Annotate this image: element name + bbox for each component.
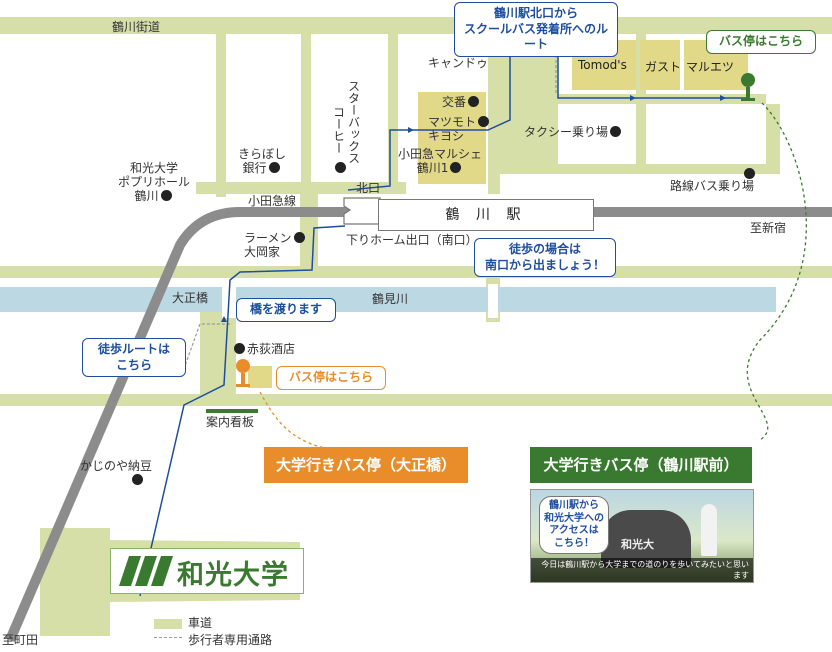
legend-pedestrian-label: 歩行者専用通路: [188, 633, 273, 647]
tsurukawa-kaido-label: 鶴川街道: [112, 20, 161, 34]
guide-board-icon: [206, 409, 258, 413]
green-bus-stop-callout: バス停はこちら: [706, 30, 816, 54]
legend-road-label: 車道: [188, 616, 213, 630]
dot-icon: [268, 161, 280, 173]
odakyu-line-label: 小田急線: [248, 194, 297, 208]
tomods-label: Tomod's: [578, 58, 627, 72]
person-figure: [701, 504, 717, 556]
bus-stop-orange-icon: [236, 359, 250, 387]
starbucks-dot-icon: [335, 162, 346, 173]
matsumoto-kiyoshi: マツモトキヨシ: [428, 115, 491, 144]
north-route-callout: 鶴川駅北口からスクールバス発着所へのルート: [454, 2, 618, 57]
gusto-label: ガスト: [645, 60, 682, 74]
kajinoya-natto: かじのや納豆: [80, 459, 152, 488]
dot-icon: [468, 96, 480, 107]
candle-label: キャンドゥ: [428, 56, 489, 70]
to-machida-label: 至町田: [2, 633, 39, 647]
odakyu-rail: [5, 207, 832, 642]
maruetsu-label: マルエツ: [686, 60, 735, 74]
walk-route-callout: 徒歩ルートはこちら: [82, 338, 186, 378]
walk-south-callout: 徒歩の場合は南口から出ましょう！: [474, 238, 616, 278]
orange-bus-stop-callout: バス停はこちら: [276, 366, 386, 390]
university-name: 和光大学: [177, 560, 289, 591]
sign-text: 和光大: [621, 538, 654, 551]
to-shinjuku-label: 至新宿: [750, 221, 787, 235]
route-bus-dot-icon: [744, 168, 755, 179]
legend-road-swatch: [154, 619, 182, 629]
bus-stop-green-icon: [741, 73, 755, 101]
tsurumi-river: [0, 287, 776, 312]
walking-route: [139, 13, 748, 597]
dot-icon: [610, 126, 622, 137]
taxi-stand: タクシー乗り場: [524, 125, 623, 140]
taisho-bridge-label: 大正橋: [172, 291, 209, 305]
dot-icon: [478, 116, 490, 127]
green-route: [746, 102, 807, 441]
station-platform: [343, 197, 381, 225]
starbucks-label-2: コーヒー: [331, 106, 346, 154]
north-exit-label: 北口: [356, 181, 381, 195]
akaogi-sake: 赤荻酒店: [232, 342, 295, 357]
access-video-thumbnail[interactable]: 和光大 鶴川駅から和光大学へのアクセスはこちら！ 今日は鶴川駅から大学までの道の…: [530, 489, 754, 583]
dot-icon: [160, 189, 172, 201]
legend-pedestrian-swatch: [154, 637, 182, 638]
orange-route: [259, 391, 326, 449]
starbucks-label-1: スターバックス: [346, 80, 361, 164]
dot-icon: [293, 232, 305, 243]
dot-icon: [450, 161, 462, 173]
odakyu-marche: 小田急マルシェ鶴川1: [398, 147, 483, 175]
bus-stop-shelter: [248, 366, 272, 388]
wako-popuri-hall: 和光大学ポプリホール鶴川: [118, 161, 191, 203]
video-bubble: 鶴川駅から和光大学へのアクセスはこちら！: [539, 496, 609, 554]
wako-university-logo: 和光大学: [110, 548, 304, 594]
dot-icon: [132, 473, 143, 485]
cross-bridge-callout: 橋を渡ります: [236, 298, 336, 322]
taisho-bus-banner[interactable]: 大学行きバス停（大正橋）: [264, 447, 468, 483]
koban: 交番: [442, 95, 481, 110]
kirabosi-bank: きらぼし銀行: [238, 147, 287, 175]
route-bus-stop: 路線バス乗り場: [670, 179, 755, 193]
guide-board-label: 案内看板: [206, 415, 255, 429]
station-name: 鶴 川 駅: [445, 207, 527, 223]
pedestrian-paths: [181, 40, 557, 375]
station-building: 鶴 川 駅: [378, 199, 594, 231]
south-exit-label: 下りホーム出口（南口）: [346, 233, 478, 247]
station-front-bus-banner[interactable]: 大学行きバス停（鶴川駅前）: [530, 447, 752, 483]
dot-icon: [234, 343, 245, 354]
ramen-ookaya: ラーメン大岡家: [244, 231, 307, 260]
odakyu-marche-building: [418, 92, 486, 184]
tsurumi-river-label: 鶴見川: [372, 292, 409, 306]
video-caption: 今日は鶴川駅から大学までの道のりを歩いてみたいと思います: [531, 558, 753, 582]
wako-logo-mark-icon: [119, 556, 173, 586]
